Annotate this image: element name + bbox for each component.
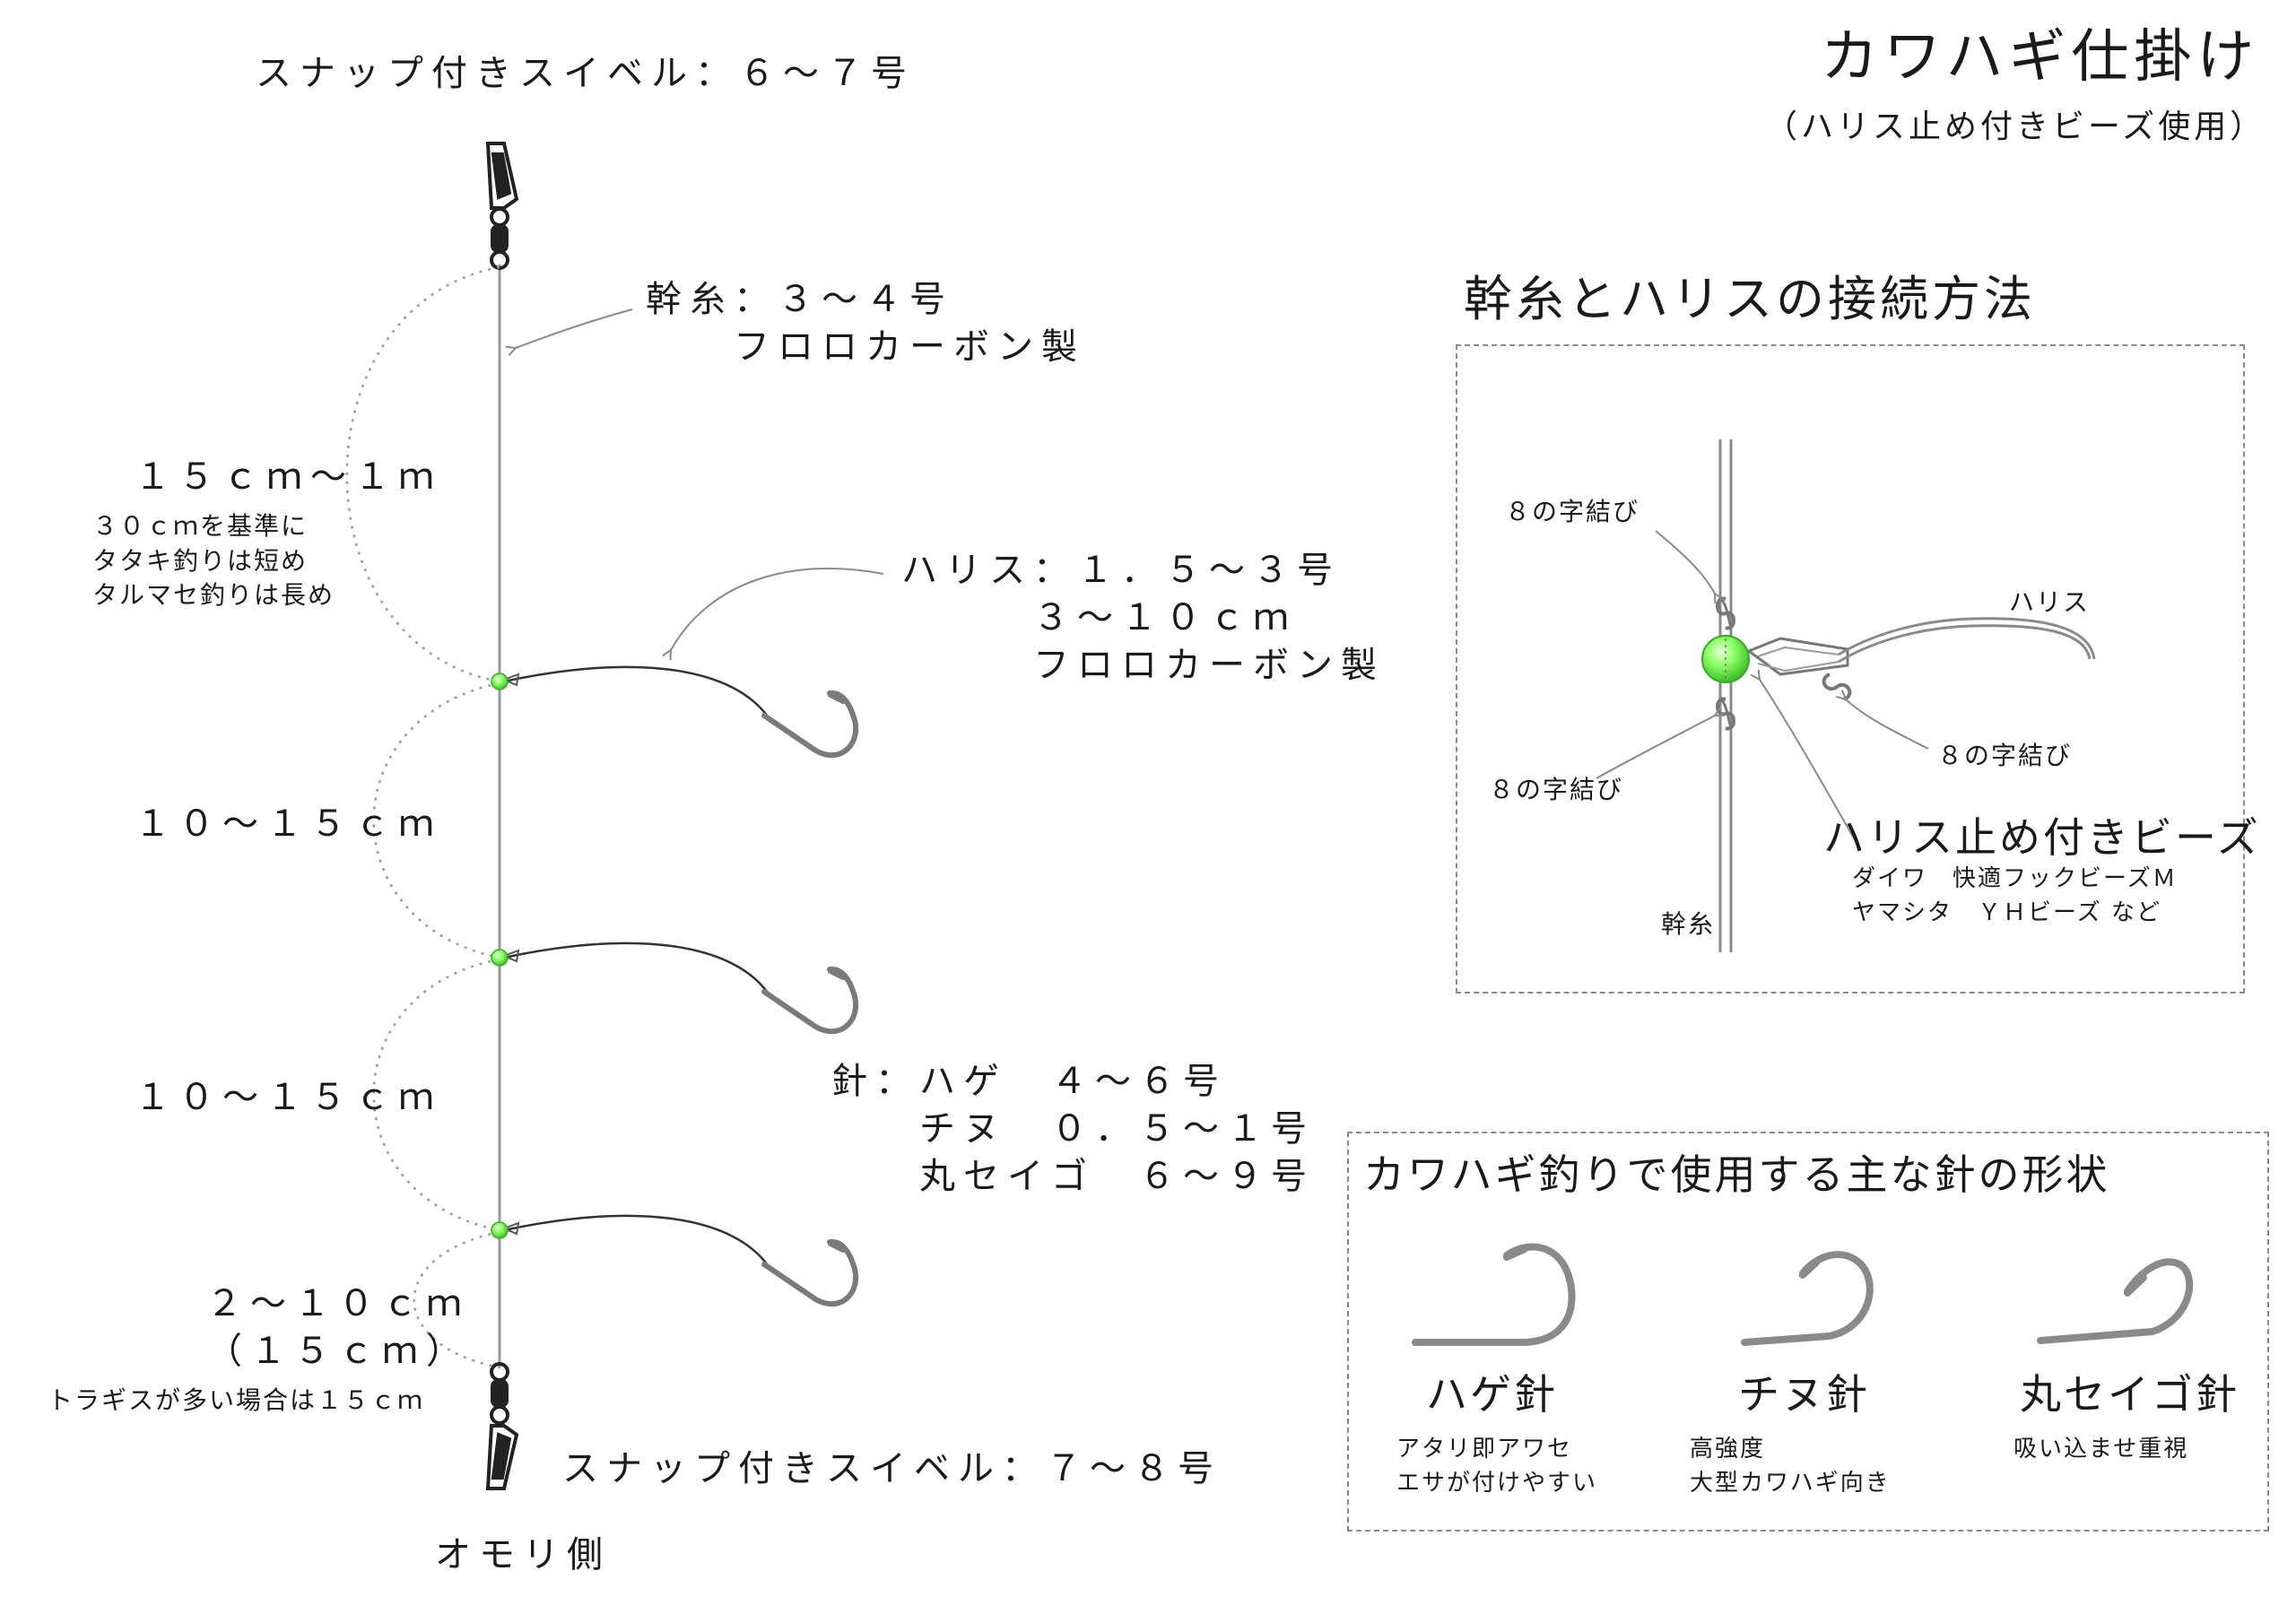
- top-snap-swivel-icon: [485, 142, 519, 270]
- mainline-line-label: 幹糸: [1661, 909, 1716, 939]
- bottom-swivel-label: スナップ付きスイベル：７～８号: [562, 1448, 1222, 1489]
- connection-detail: [1596, 439, 2096, 952]
- maruseigo-hook-icon: [2037, 1258, 2194, 1344]
- spacing-bottom-label: ２～１０ｃｍ （１５ｃｍ）: [206, 1283, 470, 1372]
- hook-icon: [761, 1238, 858, 1307]
- figure-eight-knot-icon: [1822, 673, 1852, 701]
- spacing-arcs: [345, 265, 500, 1369]
- hook-icon: [761, 966, 858, 1035]
- chinu-hook-icon: [1741, 1251, 1874, 1346]
- bead-icon: [491, 949, 509, 967]
- bottom-snap-swivel-icon: [485, 1362, 519, 1490]
- leader-arrow: [671, 568, 884, 650]
- hook-icon: [761, 690, 858, 759]
- bead-label: ハリス止め付きビーズ: [1823, 813, 2261, 862]
- hook-shapes-box: [1347, 1132, 2269, 1532]
- knot-top-label: ８の字結び: [1505, 497, 1640, 526]
- branch-2: [491, 942, 858, 1035]
- bead-icon: [491, 673, 509, 690]
- leader-line-label: ハリス: [2009, 587, 2091, 617]
- hage-hook-icon: [1412, 1243, 1576, 1346]
- hook-desc-hage: アタリ即アワセ エサが付けやすい: [1396, 1436, 1598, 1497]
- connection-detail-box: [1456, 344, 2245, 994]
- page-subtitle: （ハリス止め付きビーズ使用）: [1765, 108, 2266, 145]
- hook-name-maruseigo: 丸セイゴ針: [2020, 1370, 2239, 1419]
- spacing-bottom-note: トラギスが多い場合は１５ｃｍ: [48, 1385, 425, 1415]
- hooks-heading: カワハギ釣りで使用する主な針の形状: [1363, 1150, 2110, 1199]
- sinker-side-label: オモリ側: [435, 1534, 611, 1575]
- bead-icon: [491, 1221, 509, 1239]
- page-title: カワハギ仕掛け: [1821, 24, 2260, 91]
- hook-shapes: [1412, 1243, 2194, 1346]
- bead-products: ダイワ 快適フックビーズＭ ヤマシタ ＹＨビーズ など: [1852, 865, 2178, 926]
- spacing-mid2-label: １０～１５ｃｍ: [135, 1077, 442, 1118]
- figure-eight-knot-icon: [1716, 697, 1735, 731]
- knot-bottom-label: ８の字結び: [1489, 775, 1624, 804]
- hook-desc-maruseigo: 吸い込ませ重視: [2013, 1436, 2189, 1462]
- hook-desc-chinu: 高強度 大型カワハギ向き: [1690, 1436, 1891, 1497]
- mainline-label: 幹糸：３～４号 フロロカーボン製: [646, 279, 1085, 368]
- connection-heading: 幹糸とハリスの接続方法: [1464, 271, 2036, 327]
- top-swivel-label: スナップ付きスイベル：６～７号: [256, 53, 915, 94]
- hook-spec-label: 針：ハゲ ４～６号 チヌ ０．５～１号 丸セイゴ ６～９号: [831, 1061, 1315, 1197]
- hook-name-hage: ハゲ針: [1426, 1370, 1558, 1419]
- spacing-mid1-label: １０～１５ｃｍ: [135, 803, 442, 845]
- branch-3: [491, 1214, 858, 1307]
- knot-leader-label: ８の字結び: [1937, 741, 2073, 770]
- spacing-top-label: １５ｃｍ～１ｍ: [135, 456, 442, 498]
- leader-label: ハリス：１．５～３号 ３～１０ｃｍ フロロカーボン製: [901, 550, 1385, 686]
- branch-1: [491, 665, 858, 759]
- spacing-top-note: ３０ｃｍを基準に タタキ釣りは短め タルマセ釣りは長め: [92, 511, 335, 611]
- hook-name-chinu: チヌ針: [1738, 1370, 1870, 1419]
- mainline-arrow: [516, 308, 633, 348]
